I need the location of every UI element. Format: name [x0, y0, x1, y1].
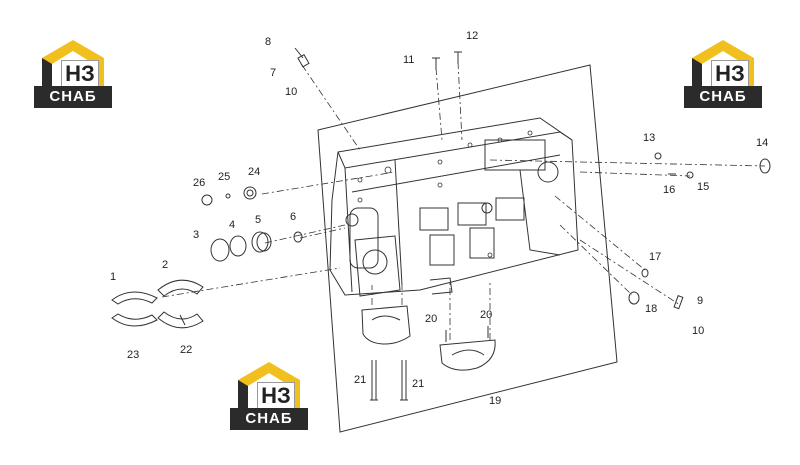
part-main-bearing-caps [361, 305, 496, 371]
callout-4: 4 [229, 219, 235, 231]
callout-17: 17 [649, 251, 661, 263]
house-logo-icon [238, 362, 300, 408]
callout-23: 23 [127, 349, 139, 361]
block-background-plate [317, 64, 618, 433]
callout-26: 26 [193, 177, 205, 189]
part-sensor-plug [294, 47, 310, 68]
callout-20-right: 20 [480, 309, 492, 321]
callout-21-right: 21 [412, 378, 424, 390]
callout-3: 3 [193, 229, 199, 241]
callout-6: 6 [290, 211, 296, 223]
part-thrust-bearings [111, 279, 204, 329]
callout-15: 15 [697, 181, 709, 193]
logo-mark: НЗ [711, 60, 749, 88]
callout-16: 16 [663, 184, 675, 196]
callout-5: 5 [255, 214, 261, 226]
callout-25: 25 [218, 171, 230, 183]
house-logo-icon [692, 40, 754, 86]
callout-24: 24 [248, 166, 260, 178]
callout-18: 18 [645, 303, 657, 315]
callout-20-left: 20 [425, 313, 437, 325]
part-lower-right [628, 268, 684, 310]
part-top-bolts [432, 51, 462, 70]
callout-2: 2 [162, 259, 168, 271]
callout-9: 9 [697, 295, 703, 307]
logo-mark: НЗ [257, 382, 295, 410]
logo-text: СНАБ [684, 86, 762, 108]
logo-top-left: НЗ СНАБ [34, 38, 112, 108]
callout-14: 14 [756, 137, 768, 149]
callout-8: 8 [265, 36, 271, 48]
house-logo-icon [42, 40, 104, 86]
callout-10-bottom: 10 [692, 325, 704, 337]
leader-lines [161, 61, 766, 340]
part-seal-rings [210, 231, 303, 262]
callout-22: 22 [180, 344, 192, 356]
callout-21-left: 21 [354, 374, 366, 386]
callout-19: 19 [489, 395, 501, 407]
logo-text: СНАБ [230, 408, 308, 430]
callout-13: 13 [643, 132, 655, 144]
part-right-plugs [654, 152, 771, 179]
callout-labels: 1 2 3 4 5 6 7 8 9 10 10 11 12 13 14 15 1… [110, 30, 768, 407]
callout-11: 11 [403, 54, 414, 66]
callout-1: 1 [110, 271, 116, 283]
callout-7: 7 [270, 67, 276, 79]
cylinder-block [329, 117, 579, 297]
callout-12: 12 [466, 30, 478, 42]
logo-text: СНАБ [34, 86, 112, 108]
part-plug-assembly [201, 186, 257, 206]
callout-10-top: 10 [285, 86, 297, 98]
part-cap-bolts [370, 360, 408, 401]
logo-mark: НЗ [61, 60, 99, 88]
logo-top-right: НЗ СНАБ [684, 38, 762, 108]
logo-bottom-center: НЗ СНАБ [230, 360, 308, 430]
